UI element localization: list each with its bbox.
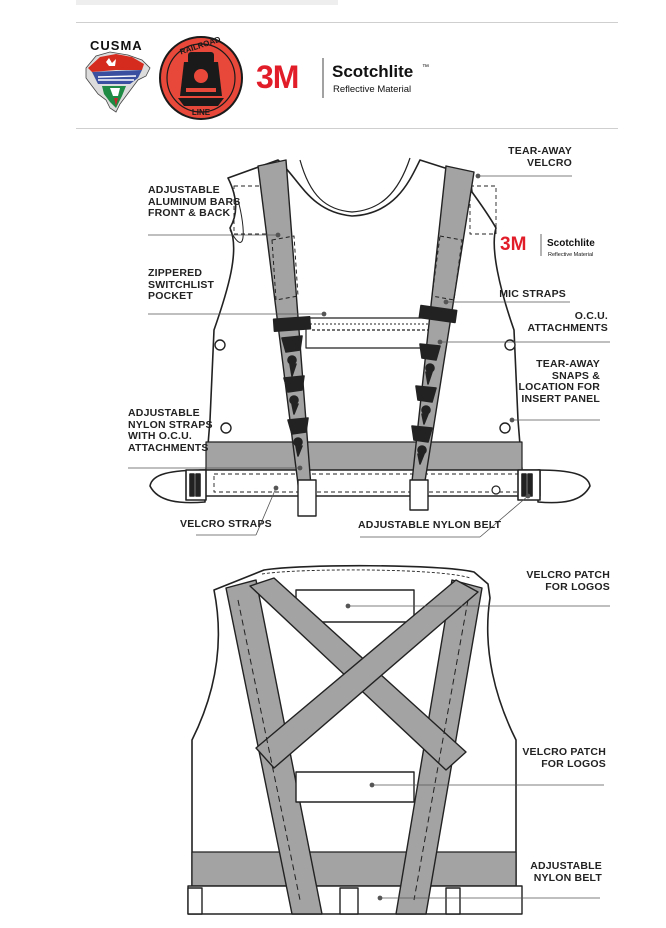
railroad-bottom-text: LINE (192, 108, 211, 117)
north-america-map-icon (85, 51, 151, 113)
back-bottom-patch (295, 771, 415, 803)
top-divider (76, 22, 618, 23)
label-nylon-belt: ADJUSTABLE NYLON BELT (358, 519, 502, 531)
railroad-line-badge: RAILROAD LINE (159, 35, 243, 120)
vest-scotchlite-tag: 3M Scotchlite Reflective Material (500, 234, 595, 258)
logo-graphics: RAILROAD LINE 3M Scotchlite ™ Reflective… (85, 35, 429, 120)
reflective-text: Reflective Material (333, 84, 411, 95)
label-zippered-pocket: ZIPPERED SWITCHLIST POCKET (148, 267, 215, 302)
vest-reflective-text: Reflective Material (548, 252, 593, 258)
label-back-nylon-belt: ADJUSTABLE NYLON BELT (530, 860, 602, 884)
logo-row: CUSMA RAILROAD LINE 3M (76, 22, 618, 128)
vest-3m-text: 3M (500, 234, 526, 255)
label-mic-straps: MIC STRAPS (499, 288, 566, 300)
cusma-label: CUSMA (90, 38, 143, 53)
label-tear-away-snaps: TEAR-AWAY SNAPS & LOCATION FOR INSERT PA… (518, 358, 600, 405)
brand-3m-text: 3M (256, 59, 298, 95)
back-vest (187, 564, 523, 915)
label-nylon-straps: ADJUSTABLE NYLON STRAPS WITH O.C.U. ATTA… (128, 407, 213, 454)
front-vest (149, 157, 591, 517)
vest-scotchlite-text: Scotchlite (547, 238, 595, 249)
scotchlite-text: Scotchlite (332, 62, 413, 81)
back-cross-strap-b (255, 579, 479, 769)
trademark-text: ™ (422, 64, 429, 71)
label-velcro-straps: VELCRO STRAPS (180, 518, 272, 530)
label-aluminum-bars: ADJUSTABLE ALUMINUM BARS FRONT & BACK (148, 184, 241, 219)
label-ocu-attachments: O.C.U. ATTACHMENTS (527, 310, 608, 334)
front-leader-lines (128, 173, 610, 538)
scotchlite-logo: 3M Scotchlite ™ Reflective Material (256, 58, 429, 98)
label-velcro-patch-top: VELCRO PATCH FOR LOGOS (526, 569, 610, 593)
top-bar (76, 0, 338, 5)
logo-divider (76, 128, 618, 129)
label-velcro-patch-bottom: VELCRO PATCH FOR LOGOS (522, 746, 606, 770)
label-tear-away-velcro: TEAR-AWAY VELCRO (508, 145, 572, 169)
back-leader-lines (345, 603, 610, 901)
front-right-belt-end (537, 469, 591, 504)
